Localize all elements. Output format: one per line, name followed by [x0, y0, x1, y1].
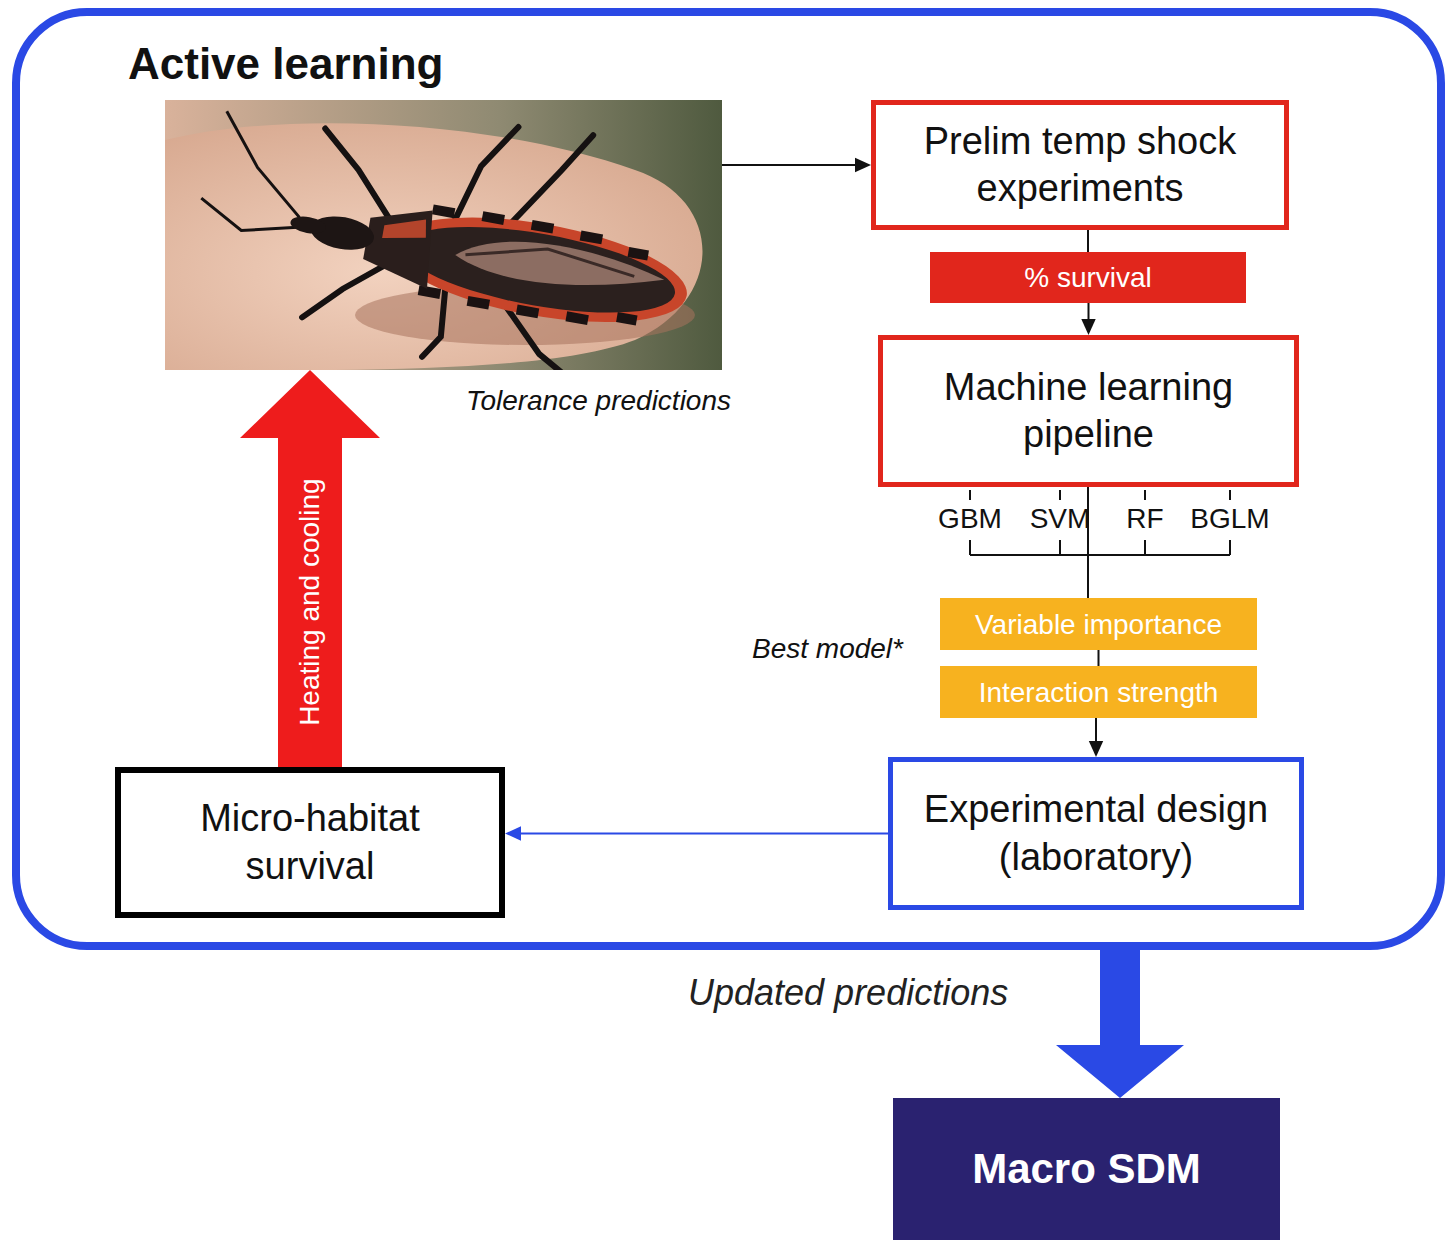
insect-photo: Tolerance predictions — [165, 100, 735, 420]
model-label: GBM — [910, 503, 1030, 535]
active-learning-region: Active learningTolerance predictions Prel… — [12, 8, 1445, 950]
box-text: Interaction strength — [979, 675, 1219, 710]
output-band: % survival — [930, 252, 1246, 303]
connector — [1088, 230, 1089, 252]
connector — [505, 826, 888, 840]
photo-caption: Tolerance predictions — [466, 383, 731, 418]
insect-illustration — [165, 100, 722, 370]
output-band: Variable importance — [940, 598, 1257, 650]
note-label: Best model* — [752, 633, 903, 665]
arrow-label: Heating and cooling — [294, 432, 326, 772]
box-text: Experimental design (laboratory) — [893, 786, 1299, 881]
box-text: Variable importance — [975, 607, 1222, 642]
process-box: Machine learning pipeline — [878, 335, 1299, 487]
box-text: Prelim temp shock experiments — [876, 118, 1284, 213]
box-text: Micro-habitat survival — [160, 795, 460, 890]
connector — [722, 158, 871, 172]
model-label: RF — [1085, 503, 1205, 535]
output-box: Macro SDM — [893, 1098, 1280, 1240]
process-box: Prelim temp shock experiments — [871, 100, 1289, 230]
box-text: Machine learning pipeline — [883, 364, 1294, 459]
process-box: Micro-habitat survival — [115, 767, 505, 918]
model-label: BGLM — [1170, 503, 1290, 535]
arrow-label: Updated predictions — [688, 972, 1008, 1013]
connector — [1056, 946, 1184, 1098]
region-title: Active learning — [128, 36, 443, 91]
model-label: SVM — [1000, 503, 1120, 535]
box-text: Macro SDM — [972, 1143, 1201, 1196]
connector — [1081, 303, 1095, 335]
connector — [1098, 650, 1099, 666]
box-text: % survival — [1024, 260, 1152, 295]
connector — [1089, 718, 1103, 757]
process-box: Experimental design (laboratory) — [888, 757, 1304, 910]
output-band: Interaction strength — [940, 666, 1257, 718]
